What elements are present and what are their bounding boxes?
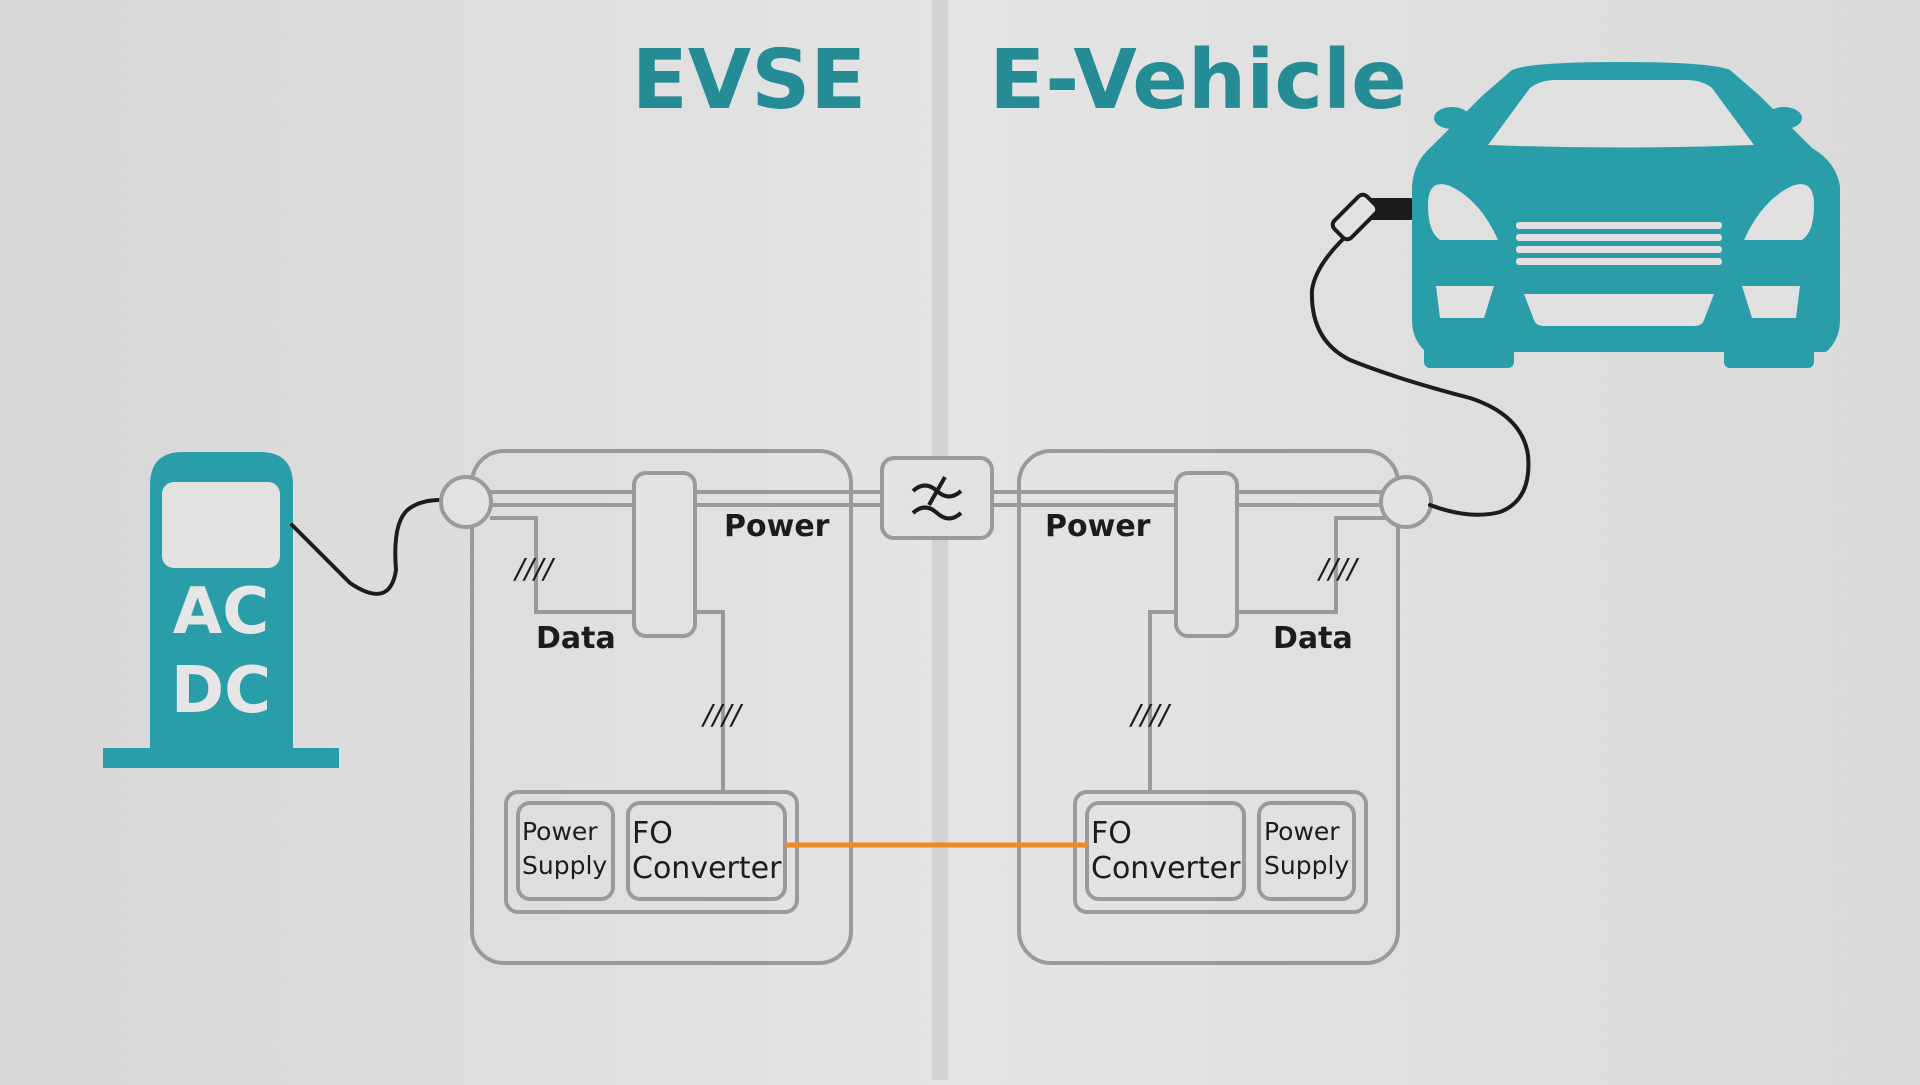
vehicle-fo-converter-line1: FO xyxy=(1091,816,1132,851)
vehicle-power-supply-box xyxy=(1257,801,1356,901)
charging-station-icon: AC DC xyxy=(103,452,339,768)
vehicle-fo-converter-box xyxy=(1085,801,1246,901)
vehicle-data-bus-mark: //// xyxy=(1316,552,1359,585)
evse-data-bus-mark: //// xyxy=(512,552,555,585)
car-windshield xyxy=(1488,80,1754,148)
vehicle-power-data-coupler xyxy=(1174,471,1239,638)
vehicle-cable xyxy=(1309,226,1531,517)
vehicle-power-supply-line1: Power xyxy=(1264,817,1340,846)
filter-wave-bottom-icon xyxy=(911,505,963,521)
evse-power-supply-line2: Supply xyxy=(522,851,607,880)
evse-power-supply-line1: Power xyxy=(522,817,598,846)
vehicle-connector-node xyxy=(1379,475,1433,529)
filter-block xyxy=(880,456,994,540)
evse-converter-bus-mark: //// xyxy=(700,698,743,731)
vehicle-module-tray xyxy=(1073,790,1368,914)
filter-slash-icon xyxy=(927,476,947,506)
vehicle-fo-converter-line2: Converter xyxy=(1091,851,1241,886)
evse-fo-converter-box xyxy=(626,801,787,901)
vehicle-power-supply-line2: Supply xyxy=(1264,851,1349,880)
evse-fo-converter-line2: Converter xyxy=(632,851,782,886)
evse-connector-node xyxy=(439,475,493,529)
e-vehicle-title: E-Vehicle xyxy=(989,33,1407,128)
vehicle-unit xyxy=(992,449,1433,965)
plug-icon xyxy=(1330,192,1414,242)
evse-power-label: Power xyxy=(724,509,830,544)
car-foglight-right xyxy=(1742,286,1800,318)
vehicle-enclosure xyxy=(1017,449,1400,965)
evse-power-data-coupler xyxy=(632,471,697,638)
charging-station-screen xyxy=(162,482,280,568)
car-lower-intake xyxy=(1524,294,1714,326)
evse-power-supply-box xyxy=(516,801,615,901)
car-icon xyxy=(1412,62,1840,368)
evse-unit xyxy=(439,449,881,965)
vehicle-data-label: Data xyxy=(1273,621,1353,656)
charger-dc-label: DC xyxy=(171,654,271,728)
car-grille xyxy=(1516,222,1722,265)
evse-title: EVSE xyxy=(632,33,867,128)
evse-fo-converter-line1: FO xyxy=(632,816,673,851)
evse-enclosure xyxy=(470,449,853,965)
charger-ac-label: AC xyxy=(173,575,270,649)
car-foglight-left xyxy=(1436,286,1494,318)
vehicle-converter-bus-mark: //// xyxy=(1128,698,1171,731)
evse-module-tray xyxy=(504,790,799,914)
vehicle-power-label: Power xyxy=(1045,509,1151,544)
car-headlight-right xyxy=(1744,184,1814,240)
evse-data-label: Data xyxy=(536,621,616,656)
car-headlight-left xyxy=(1428,184,1498,240)
charger-cable xyxy=(290,498,442,596)
